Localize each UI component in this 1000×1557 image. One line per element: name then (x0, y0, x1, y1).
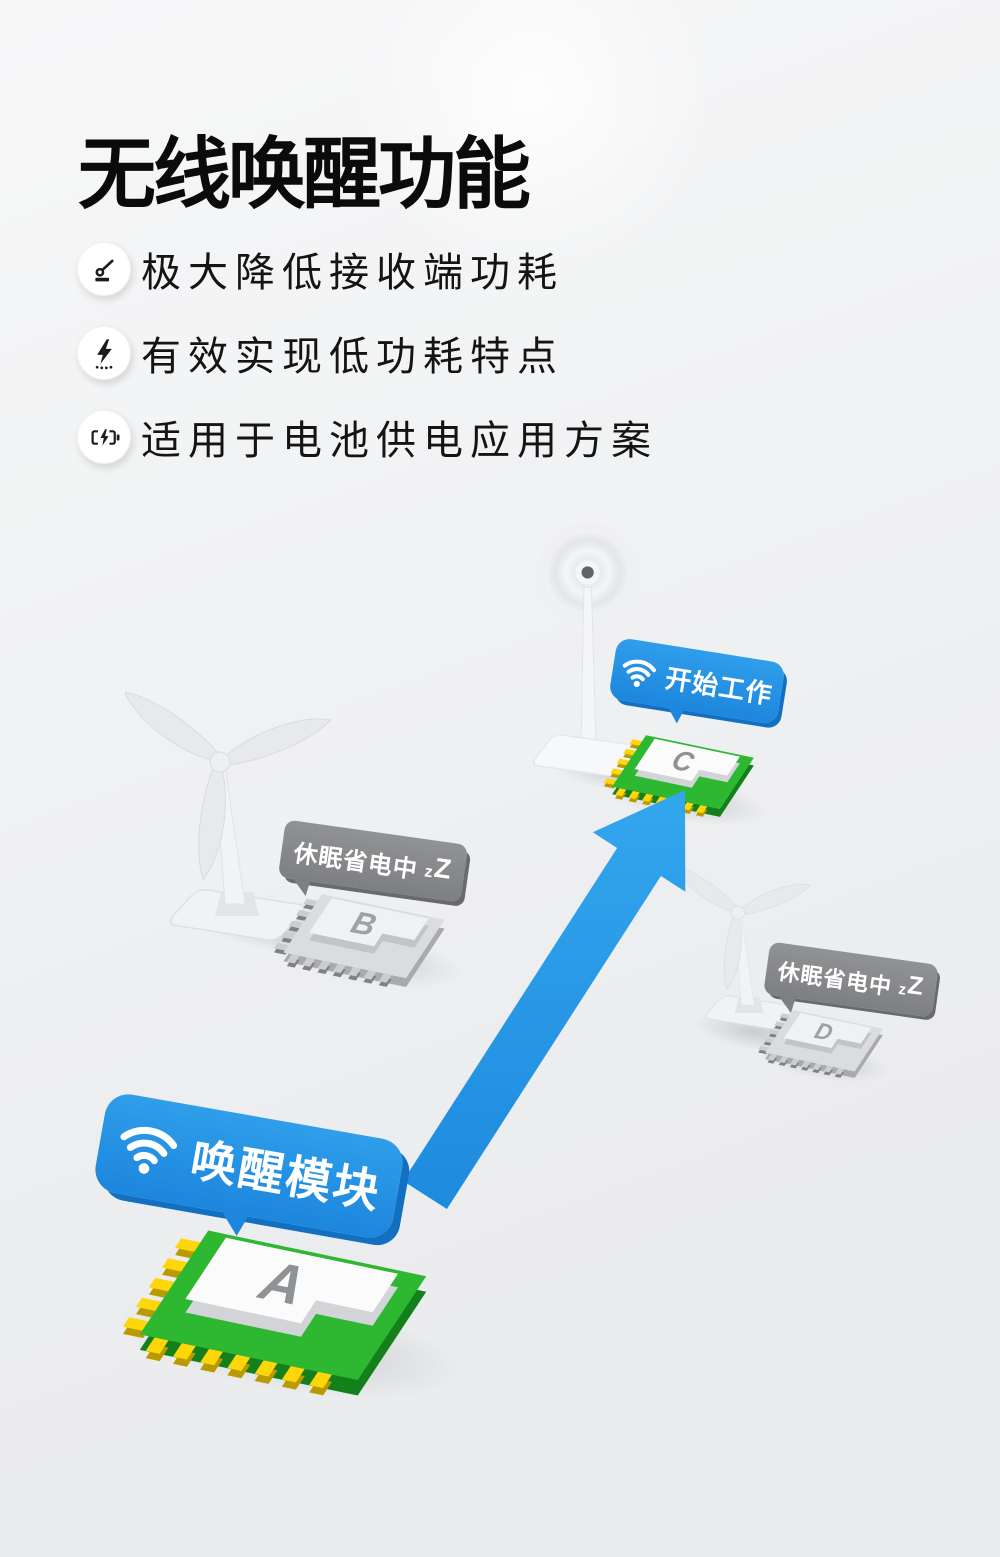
module-d: D (758, 1010, 883, 1078)
feature-row-2: 有效实现低功耗特点 (77, 324, 564, 382)
wind-turbine-working-top (518, 512, 678, 776)
lightning-icon (77, 326, 131, 380)
wind-turbine-sleeping-left (125, 648, 355, 948)
feature-text: 有效实现低功耗特点 (141, 335, 564, 379)
sleep-z-big: Z (905, 971, 927, 1002)
wifi-icon (112, 1117, 182, 1180)
page-title: 无线唤醒功能 (78, 130, 531, 218)
sleeping-bubble-b: 休眠省电中 z Z (277, 819, 469, 903)
start-working-label: 开始工作 (663, 662, 775, 710)
feature-text: 适用于电池供电应用方案 (141, 419, 658, 463)
battery-charging-icon (77, 410, 131, 464)
feature-row-1: 极大降低接收端功耗 (77, 240, 564, 298)
module-c: C (603, 735, 754, 817)
sleeping-label: 休眠省电中 (776, 958, 894, 1000)
sleep-z-big: Z (432, 851, 455, 885)
wifi-icon (619, 654, 659, 690)
feature-row-3: 适用于电池供电应用方案 (77, 408, 658, 466)
module-b: B (273, 894, 445, 987)
module-a: A (122, 1230, 427, 1396)
sleeping-bubble-d: 休眠省电中 z Z (763, 941, 939, 1018)
wake-module-bubble: 唤醒模块 (91, 1090, 407, 1242)
start-working-bubble: 开始工作 (608, 637, 786, 725)
sleeping-label: 休眠省电中 (291, 839, 420, 884)
power-meter-icon (77, 242, 131, 296)
feature-text: 极大降低接收端功耗 (141, 251, 564, 295)
bubble-tail (667, 705, 686, 725)
wake-module-label: 唤醒模块 (186, 1133, 385, 1218)
wind-turbine-sleeping-right (676, 838, 826, 1034)
